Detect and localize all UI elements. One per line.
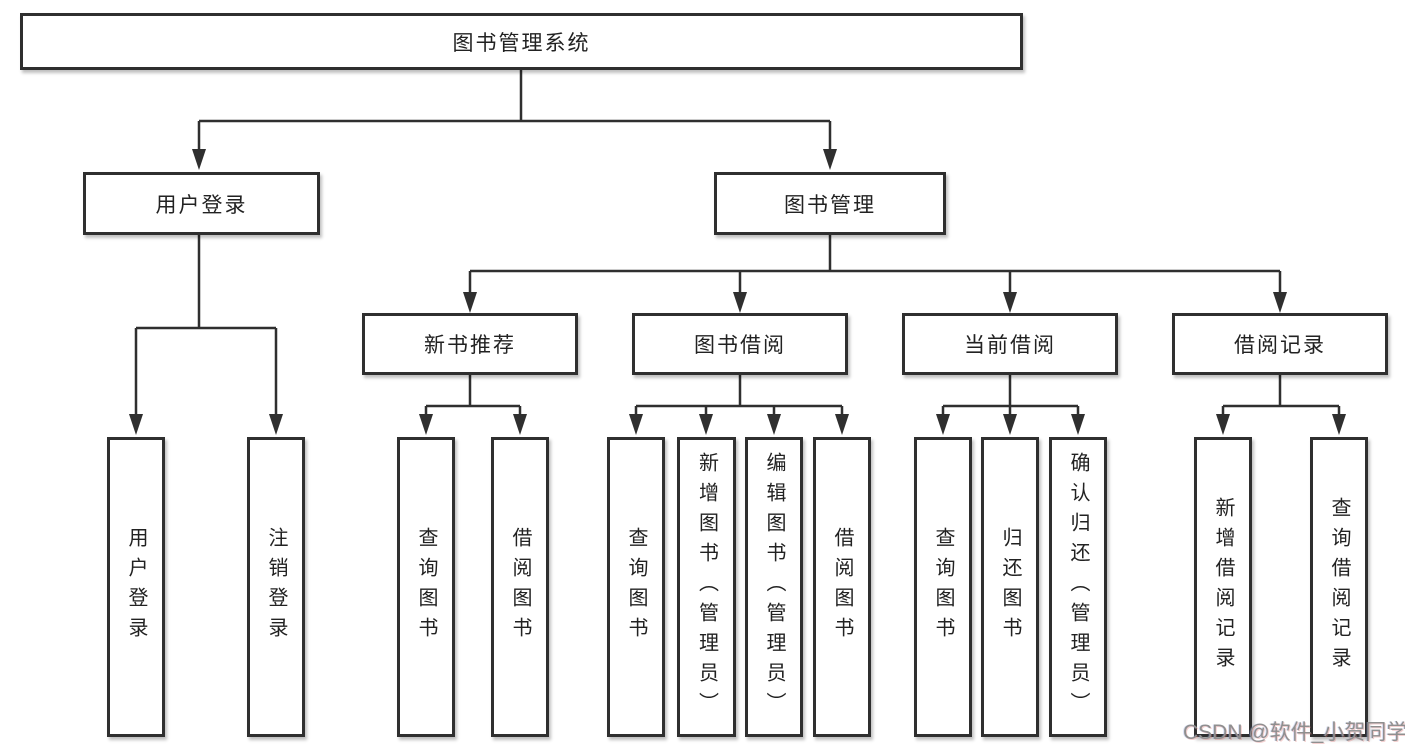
node-new-book-recommendation: 新书推荐	[362, 313, 578, 375]
leaf-logout: 注销登录	[247, 437, 305, 737]
leaf-label: 查询图书	[415, 527, 437, 647]
leaf-confirm-return-admin: 确认归还（管理员）	[1049, 437, 1107, 737]
leaf-user-login: 用户登录	[107, 437, 165, 737]
leaf-label: 查询图书	[625, 527, 647, 647]
node-library-management-system: 图书管理系统	[20, 13, 1023, 70]
leaf-borrow-books-recommend: 借阅图书	[491, 437, 549, 737]
leaf-label: 查询图书	[932, 527, 954, 647]
node-label: 新书推荐	[424, 334, 516, 357]
leaf-query-books-borrow: 查询图书	[607, 437, 665, 737]
watermark: CSDN @软件_小贺同学	[1183, 721, 1405, 744]
leaf-label: 借阅图书	[509, 527, 531, 647]
leaf-label: 新增借阅记录	[1212, 497, 1234, 677]
node-current-borrowing: 当前借阅	[902, 313, 1118, 375]
node-label: 借阅记录	[1234, 334, 1326, 357]
leaf-label: 归还图书	[999, 527, 1021, 647]
leaf-add-book-admin: 新增图书（管理员）	[677, 437, 736, 737]
leaf-borrow-books: 借阅图书	[813, 437, 871, 737]
node-book-borrowing: 图书借阅	[632, 313, 848, 375]
leaf-edit-book-admin: 编辑图书（管理员）	[745, 437, 803, 737]
leaf-label: 确认归还（管理员）	[1067, 452, 1089, 722]
node-user-login: 用户登录	[83, 172, 320, 235]
node-label: 用户登录	[155, 193, 248, 217]
node-label: 图书借阅	[694, 334, 786, 357]
node-label: 图书管理	[784, 193, 876, 217]
leaf-query-books-current: 查询图书	[914, 437, 972, 737]
leaf-label: 编辑图书（管理员）	[763, 452, 785, 722]
leaf-label: 查询借阅记录	[1328, 497, 1350, 677]
leaf-return-book: 归还图书	[981, 437, 1039, 737]
leaf-add-borrow-record: 新增借阅记录	[1194, 437, 1252, 737]
node-label: 图书管理系统	[452, 31, 591, 55]
leaf-label: 借阅图书	[831, 527, 853, 647]
leaf-label: 注销登录	[265, 527, 287, 647]
leaf-label: 新增图书（管理员）	[695, 452, 718, 722]
connector-arrowheads	[129, 149, 1346, 435]
leaf-label: 用户登录	[125, 527, 147, 647]
leaf-query-books-recommend: 查询图书	[397, 437, 455, 737]
connector-paths	[134, 70, 1341, 417]
leaf-query-borrow-record: 查询借阅记录	[1310, 437, 1368, 737]
node-book-management: 图书管理	[714, 172, 946, 235]
node-label: 当前借阅	[964, 334, 1056, 357]
node-borrowing-records: 借阅记录	[1172, 313, 1388, 375]
